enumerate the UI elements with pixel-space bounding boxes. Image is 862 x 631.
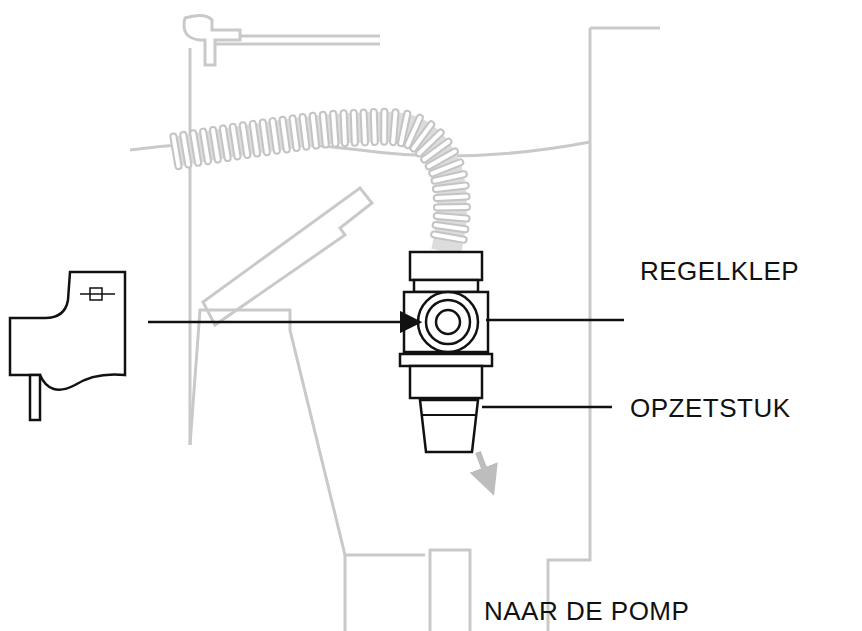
regulating-valve bbox=[400, 252, 492, 398]
hose-rib bbox=[299, 114, 309, 150]
part-label: NAAR DE POMP bbox=[484, 598, 689, 624]
hose-rib bbox=[360, 109, 368, 145]
hose-rib bbox=[434, 193, 470, 201]
hose-rib bbox=[381, 109, 387, 145]
hose-rib bbox=[289, 115, 300, 151]
hose-rib bbox=[229, 123, 240, 159]
hose-rib bbox=[219, 125, 231, 161]
hose-rib bbox=[259, 119, 270, 155]
hose-rib bbox=[433, 182, 469, 192]
hose-rib bbox=[269, 118, 280, 154]
nozzle bbox=[420, 400, 478, 452]
hose-rib bbox=[249, 120, 260, 156]
valve-part bbox=[10, 272, 125, 420]
hose-rib bbox=[390, 109, 399, 145]
flexible-hose bbox=[170, 109, 470, 252]
leader-arrow bbox=[148, 321, 420, 324]
nozzle-ring bbox=[422, 414, 476, 416]
hose-rib bbox=[279, 116, 290, 152]
tank-outline bbox=[130, 15, 660, 631]
leader-line bbox=[482, 406, 612, 409]
hose-rib bbox=[341, 110, 349, 146]
hose-rib bbox=[330, 111, 339, 147]
hose-rib bbox=[434, 204, 470, 210]
leader-line bbox=[486, 319, 624, 322]
part-label: OPZETSTUK bbox=[630, 395, 791, 421]
hose-rib bbox=[320, 111, 329, 147]
hose-rib bbox=[351, 110, 358, 146]
part-label: REGELKLEP bbox=[640, 258, 799, 284]
hose-rib bbox=[309, 112, 319, 148]
hose-rib bbox=[431, 231, 467, 243]
hose-rib bbox=[239, 122, 250, 158]
hose-rib bbox=[371, 109, 378, 145]
hose-rib bbox=[433, 213, 469, 222]
flow-arrow bbox=[478, 452, 492, 490]
